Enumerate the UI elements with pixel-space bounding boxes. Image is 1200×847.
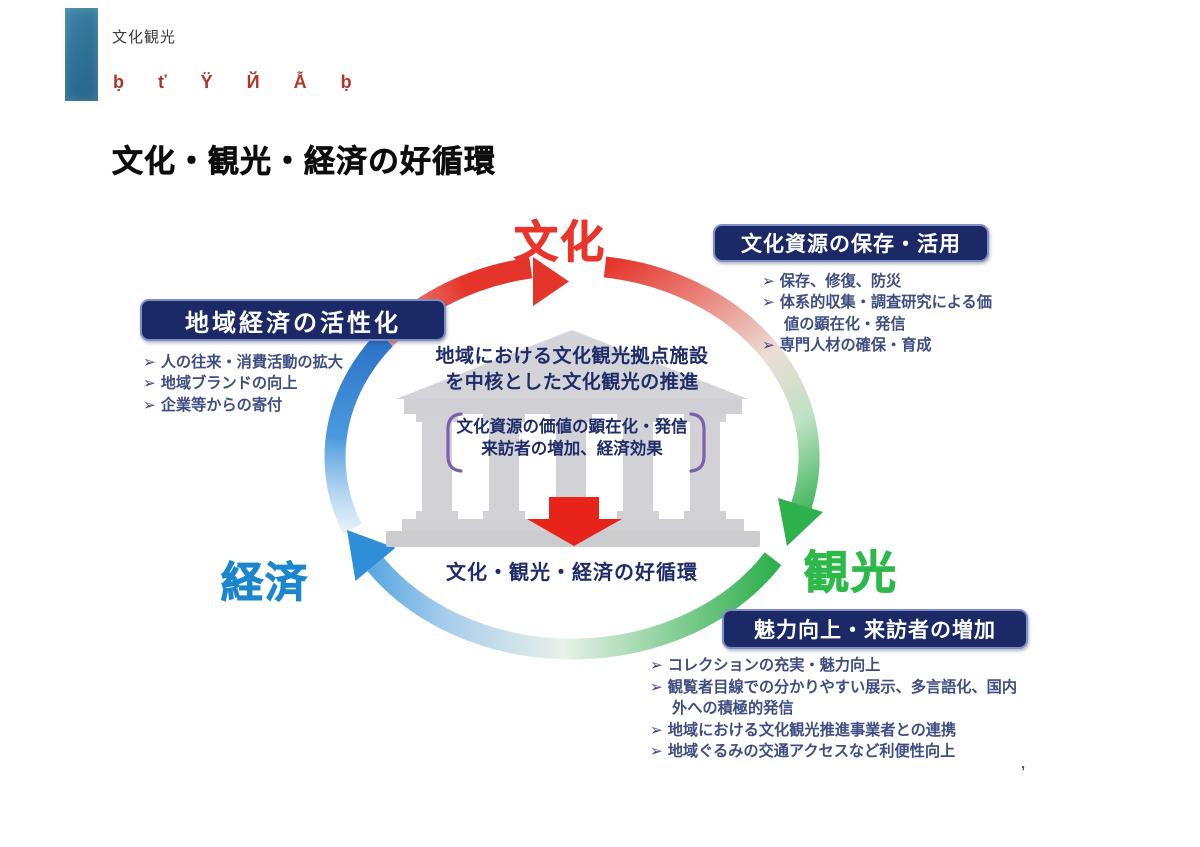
arrow-bullet-icon: ➢ (143, 375, 156, 393)
arrow-bullet-icon: ➢ (762, 294, 775, 312)
arrow-bullet-icon: ➢ (650, 678, 663, 696)
center-heading: 地域における文化観光拠点施設 を中核とした文化観光の推進 (392, 344, 752, 396)
list-item: ➢コレクションの充実・魅力向上 (650, 657, 881, 674)
brand-text: 文化観光 (112, 29, 177, 46)
stray-mark: ‚ (1021, 755, 1026, 772)
arrow-bullet-icon: ➢ (650, 743, 663, 761)
list-item: ➢地域ブランドの向上 (143, 375, 298, 393)
arrow-bullet-icon: ➢ (762, 273, 775, 290)
logo-mark (65, 8, 98, 101)
list-item: ➢保存、修復、防災 (762, 273, 902, 290)
list-item: ➢観覧者目線での分かりやすい展示、多言語化、国内外への積極的発信 (650, 678, 1018, 718)
arrow-bullet-icon: ➢ (650, 657, 663, 674)
attract-bullet-list: ➢コレクションの充実・魅力向上 ➢観覧者目線での分かりやすい展示、多言語化、国内外… (650, 655, 1032, 763)
arrow-bullet-icon: ➢ (143, 396, 156, 414)
arrow-bullet-icon: ➢ (143, 354, 156, 371)
culture-bullet-list: ➢保存、修復、防災 ➢体系的収集・調査研究による価値の顕在化・発信 ➢専門人材の確保… (762, 271, 1004, 356)
node-label-economy: 経済 (220, 559, 310, 607)
list-item: ➢体系的収集・調査研究による価値の顕在化・発信 (762, 294, 992, 333)
arrow-bullet-icon: ➢ (762, 336, 775, 354)
economy-bullet-list: ➢人の往来・消費活動の拡大 ➢地域ブランドの向上 ➢企業等からの寄付 (143, 352, 351, 416)
center-heading-line2: を中核とした文化観光の推進 (445, 372, 699, 394)
header-glyph-row: ḅ ť Ÿ Й Ẫ ḅ (113, 72, 363, 92)
blue-arrowhead-icon (347, 530, 396, 581)
box-visitor-increase: 魅力向上・来訪者の増加 (722, 609, 1028, 649)
list-item: ➢人の往来・消費活動の拡大 (143, 354, 343, 371)
list-item: ➢地域における文化観光推進事業者との連携 (650, 721, 957, 739)
page-title: 文化・観光・経済の好循環 (112, 144, 496, 180)
center-outcomes-line2: 来訪者の増加、経済効果 (481, 439, 663, 458)
list-item: ➢企業等からの寄付 (143, 396, 283, 414)
center-outcomes-line1: 文化資源の価値の顕在化・発信 (456, 418, 688, 436)
cycle-caption: 文化・観光・経済の好循環 (446, 562, 698, 584)
list-item: ➢地域ぐるみの交通アクセスなど利便性向上 (650, 743, 956, 761)
arrow-bullet-icon: ➢ (650, 721, 663, 739)
box-culture-preservation: 文化資源の保存・活用 (713, 224, 989, 262)
center-heading-line1: 地域における文化観光拠点施設 (435, 346, 709, 367)
box-regional-economy: 地域経済の活性化 (140, 299, 446, 341)
node-label-tourism: 観光 (803, 547, 899, 599)
down-arrow-icon (527, 497, 622, 546)
center-outcomes: 文化資源の価値の顕在化・発信 来訪者の増加、経済効果 (434, 417, 710, 461)
node-label-culture: 文化 (514, 218, 606, 268)
list-item: ➢専門人材の確保・育成 (762, 336, 932, 354)
